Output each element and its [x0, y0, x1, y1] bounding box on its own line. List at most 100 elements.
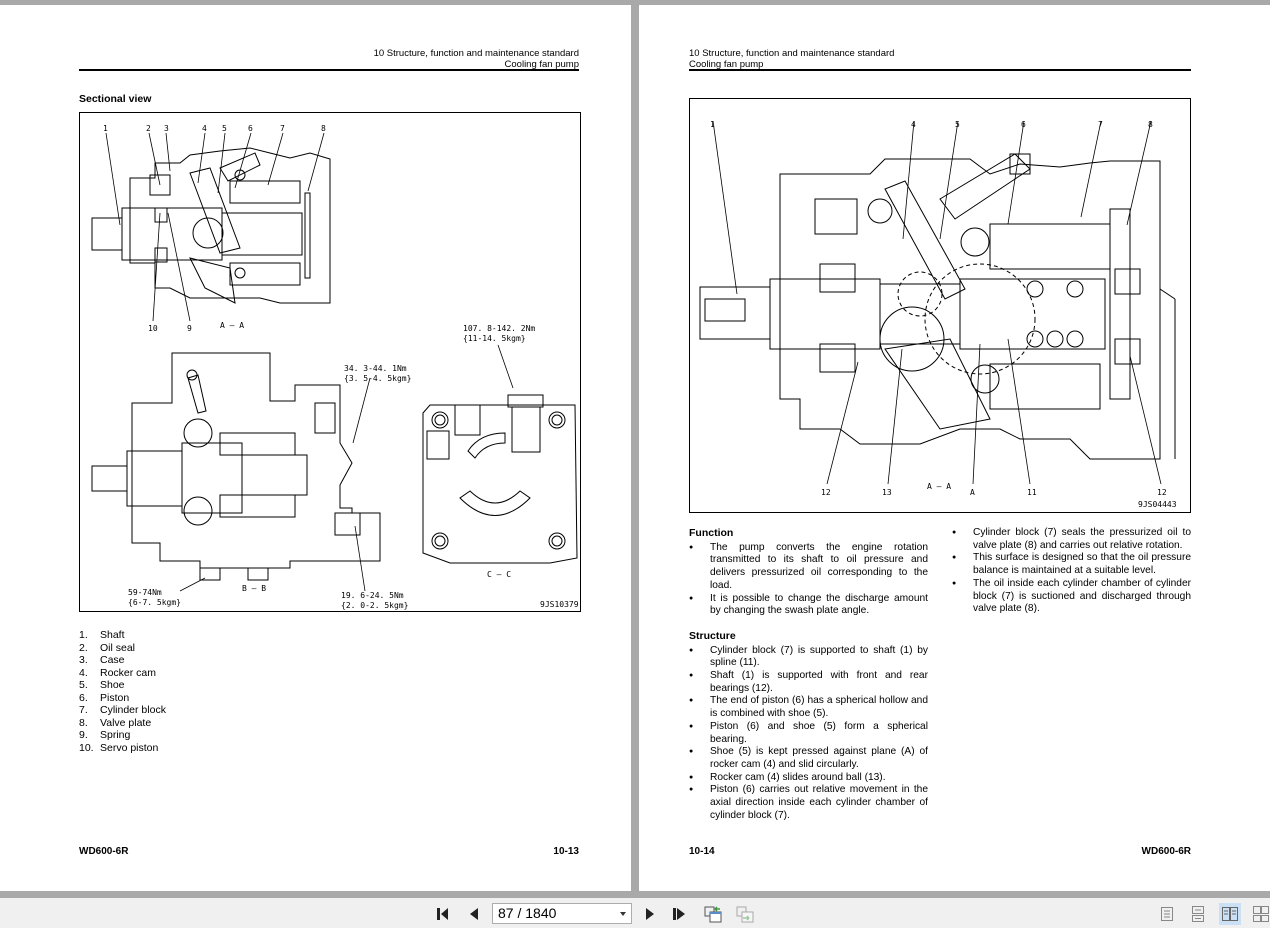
view-label-bb: B – B [242, 584, 266, 593]
left-text-column: Function The pump converts the engine ro… [689, 527, 928, 834]
next-view-button[interactable] [734, 903, 756, 925]
list-item: 9.Spring [79, 729, 131, 741]
view-label-aa: A – A [927, 482, 951, 491]
list-item: Shaft (1) is supported with front and re… [689, 670, 928, 695]
callout-8: 8 [321, 124, 326, 133]
sectional-drawing: 1 2 3 4 5 6 7 8 10 9 A – A [91, 124, 579, 610]
continuous-facing-view-button[interactable] [1251, 903, 1270, 925]
callout-7: 7 [1098, 120, 1103, 129]
callout-1: 1 [710, 120, 715, 129]
list-item: 1.Shaft [79, 629, 125, 641]
callout-6: 6 [248, 124, 253, 133]
first-page-icon [437, 908, 448, 920]
torque-4-line1: 19. 6-24. 5Nm [341, 591, 404, 600]
torque-leaders [179, 344, 514, 592]
callout-5: 5 [955, 120, 960, 129]
view-label-cc: C – C [487, 570, 511, 579]
list-item: Piston (6) carries out relative movement… [689, 784, 928, 822]
list-item: Piston (6) and shoe (5) form a spherical… [689, 721, 928, 746]
header-section: Cooling fan pump [504, 59, 579, 70]
callout-5: 5 [222, 124, 227, 133]
callout-a: A [970, 488, 975, 497]
facing-view-button[interactable] [1219, 903, 1241, 925]
previous-view-button[interactable] [702, 903, 724, 925]
torque-1-line2: {11-14. 5kgm} [463, 334, 526, 343]
page-number-dropdown[interactable]: 87 / 1840 [492, 903, 632, 924]
callout-12-front: 12 [821, 488, 831, 497]
torque-3-line2: {6-7. 5kgm} [128, 598, 181, 607]
list-item: The pump converts the engine rotation tr… [689, 542, 928, 593]
single-page-icon [1161, 907, 1173, 921]
callout-3: 3 [164, 124, 169, 133]
list-item: Cylinder block (7) is supported to shaft… [689, 645, 928, 670]
list-item: 5.Shoe [79, 679, 125, 691]
list-item: Rocker cam (4) slides around ball (13). [689, 772, 928, 785]
single-page-view-button[interactable] [1156, 903, 1178, 925]
structure-list-continued: Cylinder block (7) seals the pressurized… [952, 527, 1191, 616]
list-item: 6.Piston [79, 691, 130, 704]
torque-1-line1: 107. 8-142. 2Nm [463, 324, 535, 333]
section-bb-drawing [91, 352, 381, 581]
last-page-icon [673, 908, 685, 920]
footer-page-number: 10-13 [553, 846, 579, 857]
list-item: The oil inside each cylinder chamber of … [952, 578, 1191, 616]
figure-id: 9JS04443 [1138, 500, 1177, 509]
continuous-icon [1192, 906, 1204, 922]
callout-leaders [712, 120, 1162, 485]
callout-12-rear: 12 [1157, 488, 1167, 497]
torque-4-line2: {2. 0-2. 5kgm} [341, 601, 408, 610]
previous-page-button[interactable] [463, 903, 485, 925]
section-cc-drawing [422, 394, 578, 564]
header-chapter: 10 Structure, function and maintenance s… [373, 48, 579, 59]
torque-2-line1: 34. 3-44. 1Nm [344, 364, 407, 373]
view-label-aa: A – A [220, 321, 244, 330]
list-item: 3.Case [79, 654, 125, 666]
figure-id: 9JS10379 [540, 600, 579, 609]
header-chapter: 10 Structure, function and maintenance s… [689, 48, 895, 59]
viewer-toolbar [0, 898, 1270, 928]
footer-model: WD600-6R [79, 846, 129, 857]
first-page-button[interactable] [433, 903, 455, 925]
callout-4: 4 [911, 120, 916, 129]
list-item: 4.Rocker cam [79, 666, 157, 679]
continuous-view-button[interactable] [1187, 903, 1209, 925]
callout-leaders-aa [105, 132, 325, 322]
callout-11: 11 [1027, 488, 1037, 497]
page-header: 10 Structure, function and maintenance s… [374, 48, 579, 70]
callout-6: 6 [1021, 120, 1026, 129]
list-item: 8.Valve plate [79, 716, 152, 729]
page-indicator: 87 / 1840 [498, 905, 557, 921]
list-item: The end of piston (6) has a spherical ho… [689, 695, 928, 720]
last-page-button[interactable] [669, 903, 691, 925]
list-item: Cylinder block (7) seals the pressurized… [952, 527, 1191, 552]
list-item: Shoe (5) is kept pressed against plane (… [689, 746, 928, 771]
chevron-down-icon [620, 912, 626, 916]
list-item: 7.Cylinder block [79, 704, 166, 716]
page-header: 10 Structure, function and maintenance s… [689, 48, 894, 70]
section-aa-drawing [91, 147, 331, 304]
next-page-button[interactable] [639, 903, 661, 925]
callout-13: 13 [882, 488, 892, 497]
next-view-icon [736, 906, 754, 923]
structure-heading: Structure [689, 629, 736, 642]
header-rule [689, 69, 1191, 71]
callout-10: 10 [148, 324, 158, 333]
previous-view-icon [704, 906, 722, 923]
section-title: Sectional view [79, 93, 152, 105]
list-item: 10.Servo piston [79, 741, 159, 754]
cross-section-drawing: 1 4 5 6 7 8 12 13 A – A A 11 12 9JS04443 [699, 120, 1177, 509]
pump-body-drawing [699, 153, 1176, 460]
header-section: Cooling fan pump [689, 59, 764, 70]
structure-list: Cylinder block (7) is supported to shaft… [689, 645, 928, 823]
list-item: It is possible to change the discharge a… [689, 593, 928, 618]
callout-8: 8 [1148, 120, 1153, 129]
continuous-facing-icon [1252, 906, 1269, 922]
callout-4: 4 [202, 124, 207, 133]
callout-9: 9 [187, 324, 192, 333]
sectional-view-figure: 1 2 3 4 5 6 7 8 10 9 A – A [79, 112, 581, 612]
footer-model: WD600-6R [1141, 846, 1191, 857]
torque-2-line2: {3. 5-4. 5kgm} [344, 374, 411, 383]
next-page-icon [646, 908, 654, 920]
torque-3-line1: 59-74Nm [128, 588, 162, 597]
right-text-column: Cylinder block (7) seals the pressurized… [952, 527, 1191, 628]
